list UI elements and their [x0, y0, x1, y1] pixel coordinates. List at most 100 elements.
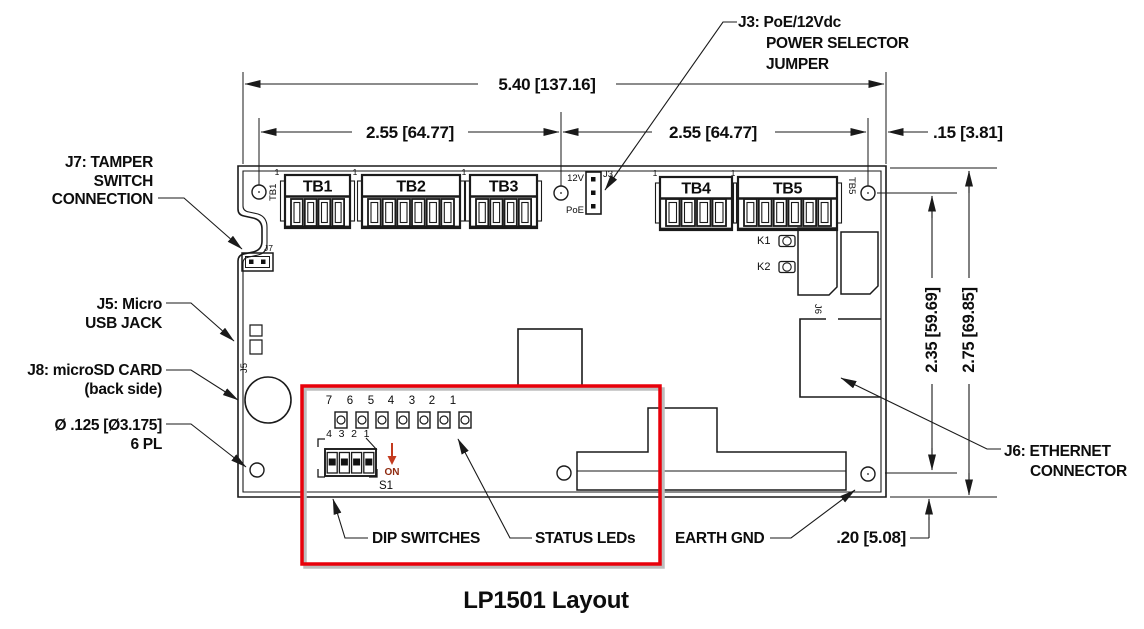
- terminal-cell: [743, 198, 758, 227]
- j3-callout-line1: J3: PoE/12Vdc: [738, 14, 842, 31]
- terminal-cell-inner: [820, 201, 829, 224]
- terminal-cell-inner: [714, 201, 724, 224]
- callout-mounting: Ø .125 [Ø3.175] 6 PL: [54, 417, 162, 453]
- dip-number: 1: [364, 428, 370, 440]
- j5-leader: [166, 302, 235, 342]
- s1-ref-label: S1: [379, 480, 393, 492]
- status-led-lens: [398, 415, 408, 425]
- terminal-cell: [290, 198, 304, 227]
- j6-callout-line2: CONNECTOR: [1030, 463, 1127, 480]
- j8-callout-line1: J8: microSD CARD: [27, 362, 162, 379]
- terminal-cell-inner: [334, 201, 342, 224]
- dim-total-height-text: 2.75 [69.85]: [960, 287, 978, 372]
- terminal-cell-inner: [399, 201, 408, 224]
- j8-callout-line2: (back side): [84, 381, 162, 398]
- tb1-label: TB1: [303, 179, 333, 196]
- terminal-cell: [802, 198, 817, 227]
- tb4-pin1: 1: [653, 168, 658, 178]
- j7-callout-line3: CONNECTION: [52, 191, 153, 208]
- tb5-label: TB5: [773, 181, 803, 198]
- callout-j5: J5: Micro USB JACK: [85, 296, 163, 332]
- dip-switches-leader: [332, 498, 368, 539]
- terminal-cell-inner: [699, 201, 709, 224]
- relay-contacts: K1 K2: [757, 234, 796, 274]
- led-number: 6: [347, 395, 353, 407]
- dim-left-half-text: 2.55 [64.77]: [366, 123, 454, 142]
- dip-switch-s1: [317, 437, 378, 478]
- highlight-box-shadow: [303, 387, 665, 569]
- j7-ref-label: J7: [264, 243, 273, 253]
- terminal-cell: [331, 198, 345, 227]
- tb4-label: TB4: [681, 181, 711, 198]
- j5-callout-line2: USB JACK: [85, 315, 163, 332]
- terminal-cell: [711, 198, 727, 227]
- status-led-lens: [357, 415, 367, 425]
- mounting-callout-line1: Ø .125 [Ø3.175]: [54, 417, 162, 434]
- terminal-cell: [440, 198, 455, 227]
- pin1-markers: 1 1 1 1 1: [275, 167, 736, 178]
- j5-usb-jack: [249, 324, 263, 355]
- status-led-numbers: 7 6 5 4 3 2 1: [326, 395, 456, 407]
- terminal-cell-inner: [414, 201, 423, 224]
- terminal-cell-inner: [478, 201, 486, 224]
- relay-bodies: [797, 227, 879, 296]
- status-led-lens: [377, 415, 387, 425]
- status-led-lens: [439, 415, 449, 425]
- j7-connector: J7: [241, 243, 274, 272]
- mounting-callout-line2: 6 PL: [130, 436, 162, 453]
- terminal-cell-inner: [307, 201, 315, 224]
- terminal-cell-inner: [443, 201, 452, 224]
- j3-callout-line2: POWER SELECTOR: [766, 35, 909, 52]
- terminal-cell: [425, 198, 441, 227]
- terminal-cell-inner: [521, 201, 529, 224]
- terminal-cell: [411, 198, 426, 227]
- tb1-pin1: 1: [275, 167, 280, 177]
- k2-label: K2: [757, 261, 770, 273]
- terminal-cell-inner: [776, 201, 785, 224]
- led-number: 1: [450, 395, 456, 407]
- j7-callout-line2: SWITCH: [94, 173, 153, 190]
- status-led: [375, 411, 389, 429]
- earth-gnd-callout: EARTH GND: [675, 530, 765, 547]
- led-number: 2: [429, 395, 435, 407]
- on-direction-arrow: ON: [385, 443, 400, 478]
- dip-switches-callout: DIP SWITCHES: [372, 530, 480, 547]
- dip-switch-unit: [363, 451, 375, 474]
- tb3-label: TB3: [489, 179, 519, 196]
- callout-j3: J3: PoE/12Vdc POWER SELECTOR JUMPER: [738, 14, 909, 73]
- dip-number: 3: [339, 428, 345, 440]
- terminal-cell: [680, 198, 696, 227]
- terminal-cell: [303, 198, 318, 227]
- terminal-cell-inner: [761, 201, 770, 224]
- terminal-cell: [396, 198, 411, 227]
- terminal-cell: [475, 198, 490, 227]
- dip-numbers: 4 3 2 1: [326, 428, 370, 440]
- terminal-cell-inner: [320, 201, 328, 224]
- j5-silk-ref: J5: [239, 363, 250, 373]
- j3-ref-label: J3: [603, 169, 613, 180]
- terminal-cell-inner: [746, 201, 755, 224]
- tb5-silk-ref: TB5: [846, 177, 857, 194]
- dimension-gnd-offset: [910, 498, 933, 539]
- j6-leader: [840, 377, 1001, 450]
- dip-switch-actuator: [365, 458, 373, 466]
- dip-number: 2: [351, 428, 357, 440]
- tb2-label: TB2: [396, 179, 426, 196]
- terminal-cell-inner: [429, 201, 437, 224]
- terminal-cell-inner: [293, 201, 301, 224]
- j7-leader: [158, 197, 243, 250]
- j3-header: 12V PoE J3: [566, 169, 613, 216]
- terminal-cell-inner: [805, 201, 814, 224]
- dip-switch-actuator: [353, 458, 361, 466]
- j6-ethernet: [799, 318, 881, 398]
- callout-j6: J6: ETHERNET CONNECTOR: [1004, 443, 1127, 480]
- earth-gnd-leader: [770, 489, 856, 539]
- board-outline: [237, 165, 887, 498]
- terminal-cell: [665, 198, 681, 227]
- j3-callout-line3: JUMPER: [766, 56, 829, 73]
- j8-leader: [166, 369, 239, 401]
- status-led: [334, 411, 348, 429]
- terminal-cell: [381, 198, 397, 227]
- tb1-silk-ref: TB1: [268, 184, 279, 201]
- led-number: 7: [326, 395, 332, 407]
